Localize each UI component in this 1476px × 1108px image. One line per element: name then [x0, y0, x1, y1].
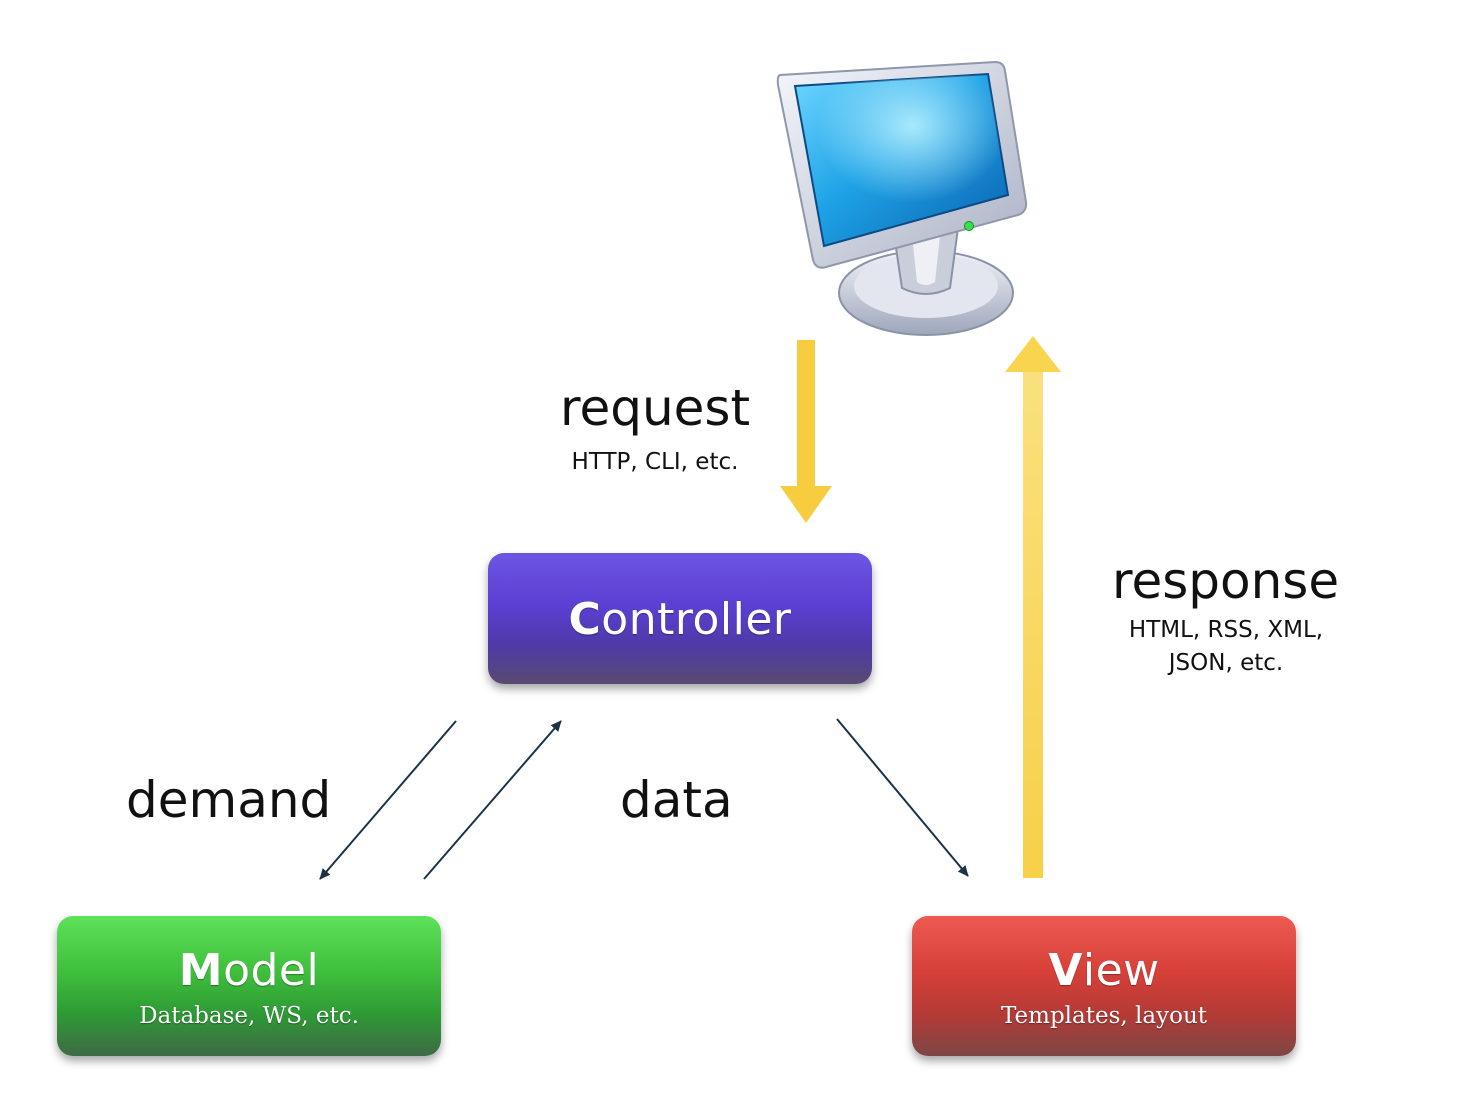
model-box: Model Database, WS, etc. — [57, 916, 441, 1056]
model-title-rest: odel — [223, 945, 320, 996]
controller-to-view-arrow — [836, 718, 969, 877]
demand-label: demand — [126, 771, 332, 829]
view-title-initial: V — [1048, 945, 1083, 996]
response-detail-line1: HTML, RSS, XML, — [1128, 617, 1324, 643]
view-box: View Templates, layout — [912, 916, 1296, 1056]
model-title-initial: M — [178, 945, 224, 996]
computer-monitor-icon — [776, 60, 1028, 336]
controller-title: Controller — [488, 598, 872, 642]
response-detail: HTML, RSS, XML, JSON, etc. — [1112, 614, 1340, 681]
request-arrow — [780, 340, 832, 523]
request-detail: HTTP, CLI, etc. — [571, 449, 739, 475]
model-subtitle: Database, WS, etc. — [139, 1003, 359, 1029]
view-title: View — [912, 949, 1296, 993]
response-detail-line2: JSON, etc. — [1168, 650, 1284, 677]
request-label: request — [560, 379, 751, 437]
data-label: data — [620, 771, 733, 829]
controller-title-initial: C — [568, 594, 602, 645]
data-return-arrow — [423, 720, 562, 880]
response-label: response — [1112, 552, 1340, 610]
demand-arrow — [319, 720, 457, 880]
model-title: Model — [57, 949, 441, 993]
response-arrow — [1005, 336, 1061, 878]
controller-box: Controller — [488, 553, 872, 684]
view-title-rest: iew — [1082, 945, 1160, 996]
controller-title-rest: ontroller — [601, 594, 792, 645]
view-subtitle: Templates, layout — [1000, 1003, 1207, 1029]
